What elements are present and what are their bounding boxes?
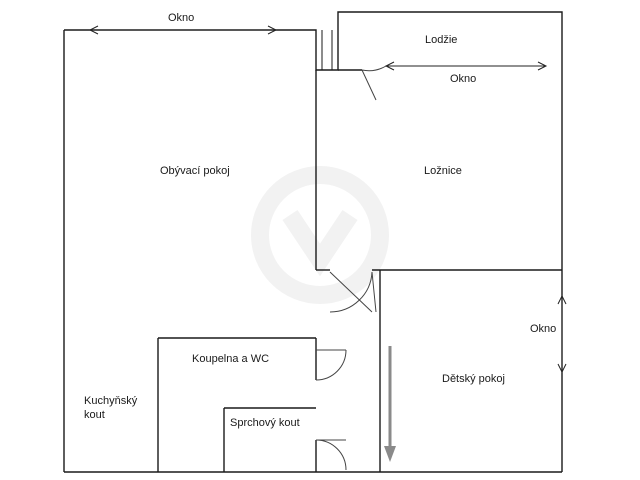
direction-arrow: [384, 346, 396, 462]
watermark: [251, 166, 389, 304]
label-kitchen-line2: kout: [84, 409, 105, 421]
label-window-top: Okno: [168, 12, 194, 24]
label-window-right: Okno: [530, 323, 556, 335]
label-kitchen-line1: Kuchyňský: [84, 395, 138, 407]
doors: [315, 65, 387, 471]
door-shower: [315, 439, 347, 471]
label-shower: Sprchový kout: [230, 417, 300, 429]
window-markers: [88, 25, 567, 374]
label-bedroom: Ložnice: [424, 165, 462, 177]
door-bathroom: [315, 349, 347, 381]
label-living-room: Obývací pokoj: [160, 165, 230, 177]
label-bathroom: Koupelna a WC: [192, 353, 269, 365]
label-loggia: Lodžie: [425, 34, 457, 46]
loggia-walls: [315, 30, 362, 71]
internal-walls: [157, 70, 562, 472]
label-childrens-room: Dětský pokoj: [442, 373, 505, 385]
door-loggia: [361, 65, 387, 101]
label-window-loggia: Okno: [450, 73, 476, 85]
door-living: [329, 271, 377, 313]
